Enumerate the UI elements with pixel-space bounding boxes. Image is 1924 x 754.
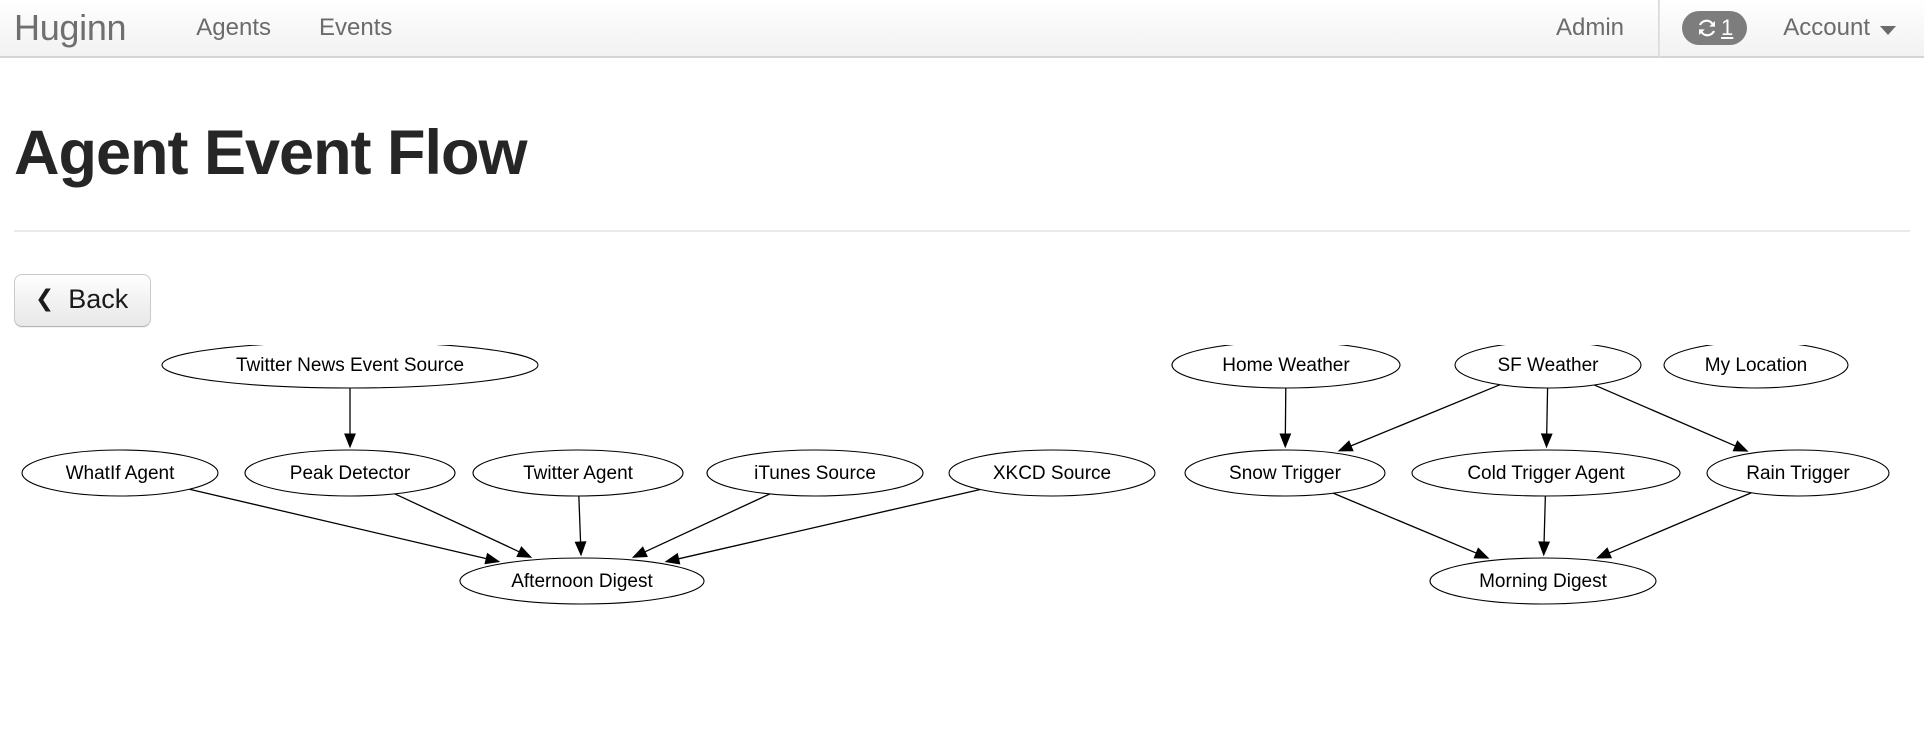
graph-edge — [1593, 384, 1749, 452]
node-ellipse — [948, 449, 1156, 497]
nav-link-agents[interactable]: Agents — [196, 14, 272, 41]
brand-logo-huginn[interactable]: Huginn — [14, 7, 127, 48]
node-label: Snow Trigger — [1229, 463, 1342, 484]
refresh-icon — [1696, 17, 1718, 39]
node-ellipse — [161, 344, 539, 389]
node-label: Morning Digest — [1479, 571, 1607, 592]
node-label: WhatIf Agent — [66, 463, 176, 484]
account-menu[interactable]: Account — [1763, 16, 1924, 40]
node-ellipse — [1429, 557, 1657, 605]
nav-link-events[interactable]: Events — [319, 14, 393, 41]
worker-status-count: 1 — [1721, 15, 1734, 40]
graph-edge — [344, 387, 356, 449]
node-label: iTunes Source — [754, 463, 876, 484]
graph-node-morning_digest[interactable]: Morning Digest — [1429, 557, 1657, 605]
back-button-label: Back — [68, 284, 129, 315]
node-ellipse — [1663, 344, 1849, 389]
top-navbar: Huginn Agents Events Admin 1 Account — [0, 0, 1924, 58]
graph-node-whatif_agent[interactable]: WhatIf Agent — [21, 449, 219, 497]
page-container: Agent Event Flow ❮ Back Twitter News Eve… — [0, 120, 1924, 645]
node-label: Rain Trigger — [1746, 463, 1850, 484]
graph-edge — [574, 495, 587, 557]
graph-node-twitter_agent[interactable]: Twitter Agent — [472, 449, 684, 497]
node-ellipse — [1184, 449, 1386, 497]
node-ellipse — [1706, 449, 1890, 497]
graph-edge — [1332, 492, 1490, 559]
chevron-down-icon — [1880, 25, 1896, 35]
graph-edges — [189, 383, 1752, 565]
node-label: SF Weather — [1497, 355, 1599, 376]
chevron-left-icon: ❮ — [35, 285, 55, 312]
graph-node-peak_detector[interactable]: Peak Detector — [244, 449, 456, 497]
graph-node-cold_trigger_agent[interactable]: Cold Trigger Agent — [1411, 449, 1681, 497]
graph-node-my_location[interactable]: My Location — [1663, 344, 1849, 389]
node-label: Afternoon Digest — [511, 571, 653, 592]
graph-node-itunes_source[interactable]: iTunes Source — [706, 449, 924, 497]
node-label: XKCD Source — [993, 463, 1111, 484]
node-label: Twitter Agent — [523, 463, 634, 484]
graph-edge — [1596, 491, 1752, 559]
graph-edge — [631, 493, 771, 558]
account-menu-label: Account — [1783, 14, 1870, 41]
graph-edge — [189, 488, 501, 565]
node-label: Peak Detector — [290, 463, 411, 484]
graph-edge — [664, 488, 981, 565]
graph-node-afternoon_digest[interactable]: Afternoon Digest — [459, 557, 705, 605]
navbar-divider — [1658, 0, 1661, 57]
node-label: My Location — [1705, 355, 1807, 376]
node-ellipse — [706, 449, 924, 497]
graph-edge — [1540, 387, 1553, 449]
navbar-right-group: Admin 1 Account — [1528, 0, 1924, 57]
node-ellipse — [244, 449, 456, 497]
back-button[interactable]: ❮ Back — [14, 274, 152, 327]
page-title: Agent Event Flow — [14, 118, 528, 188]
worker-status-badge[interactable]: 1 — [1682, 11, 1748, 45]
node-label: Twitter News Event Source — [236, 355, 464, 376]
node-ellipse — [1171, 344, 1401, 389]
graph-edge — [394, 493, 533, 558]
graph-edge — [1538, 495, 1551, 557]
node-label: Cold Trigger Agent — [1467, 463, 1625, 484]
node-label: Home Weather — [1222, 355, 1350, 376]
nav-link-admin[interactable]: Admin — [1556, 14, 1625, 41]
graph-node-home_weather[interactable]: Home Weather — [1171, 344, 1401, 389]
node-ellipse — [459, 557, 705, 605]
node-ellipse — [1411, 449, 1681, 497]
graph-node-twitter_news_event_source[interactable]: Twitter News Event Source — [161, 344, 539, 389]
graph-node-snow_trigger[interactable]: Snow Trigger — [1184, 449, 1386, 497]
node-ellipse — [472, 449, 684, 497]
graph-node-xkcd_source[interactable]: XKCD Source — [948, 449, 1156, 497]
graph-edge — [1279, 387, 1292, 449]
graph-edge — [1337, 383, 1501, 452]
node-ellipse — [21, 449, 219, 497]
graph-node-sf_weather[interactable]: SF Weather — [1454, 344, 1642, 389]
node-ellipse — [1454, 344, 1642, 389]
graph-node-rain_trigger[interactable]: Rain Trigger — [1706, 449, 1890, 497]
title-divider — [14, 230, 1910, 233]
